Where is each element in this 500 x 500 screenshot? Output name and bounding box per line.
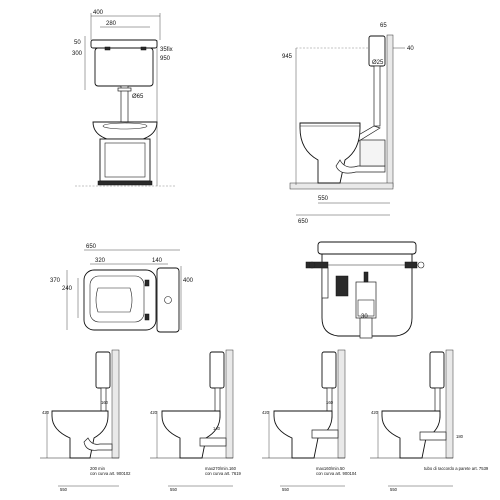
- dim-140: 140: [152, 258, 163, 264]
- installation-4: 420 180 tubo di raccordo a parete art. 7…: [370, 349, 489, 492]
- dim-400: 400: [183, 278, 194, 284]
- dim-280: 280: [106, 21, 117, 27]
- dim-420: 420: [42, 410, 50, 415]
- dim-50: 50: [74, 40, 81, 46]
- dim-pipe-25: Ø25: [372, 60, 384, 66]
- dim-40: 40: [407, 46, 414, 52]
- dim-650: 650: [86, 244, 97, 250]
- dim-945: 945: [282, 54, 293, 60]
- side-view: 65 40 945 Ø25 550 650: [282, 23, 414, 225]
- dim-140: 140: [213, 426, 221, 431]
- dim-550: 550: [318, 196, 329, 202]
- dim-400: 400: [93, 10, 104, 16]
- dim-420: 420: [150, 410, 158, 415]
- dim-320: 320: [95, 258, 106, 264]
- dim-pipe-65: Ø65: [132, 94, 144, 100]
- dim-300: 300: [72, 51, 83, 57]
- dim-35fix: 35fix: [160, 47, 173, 53]
- dim-65: 65: [380, 23, 387, 29]
- top-view: 650 320 140 370 240 400: [50, 244, 194, 333]
- dim-160: 160: [326, 400, 334, 405]
- dim-550: 550: [60, 487, 68, 492]
- dim-240: 240: [62, 286, 73, 292]
- dim-550: 550: [390, 487, 398, 492]
- label-30: 30: [361, 314, 368, 320]
- front-view: 400 280 50 300 35fix 950 Ø65: [72, 10, 175, 187]
- dim-420: 420: [371, 410, 379, 415]
- dim-550: 550: [170, 487, 178, 492]
- dim-180: 180: [456, 434, 464, 439]
- dim-950: 950: [160, 56, 171, 62]
- cistern-detail: 30: [305, 241, 425, 339]
- dim-160: 160: [101, 400, 109, 405]
- install-note: tubo di raccordo a parete art. 7539: [424, 466, 489, 471]
- dim-420: 420: [262, 410, 270, 415]
- dim-550: 550: [282, 487, 290, 492]
- dim-650: 650: [298, 219, 309, 225]
- dim-370: 370: [50, 278, 61, 284]
